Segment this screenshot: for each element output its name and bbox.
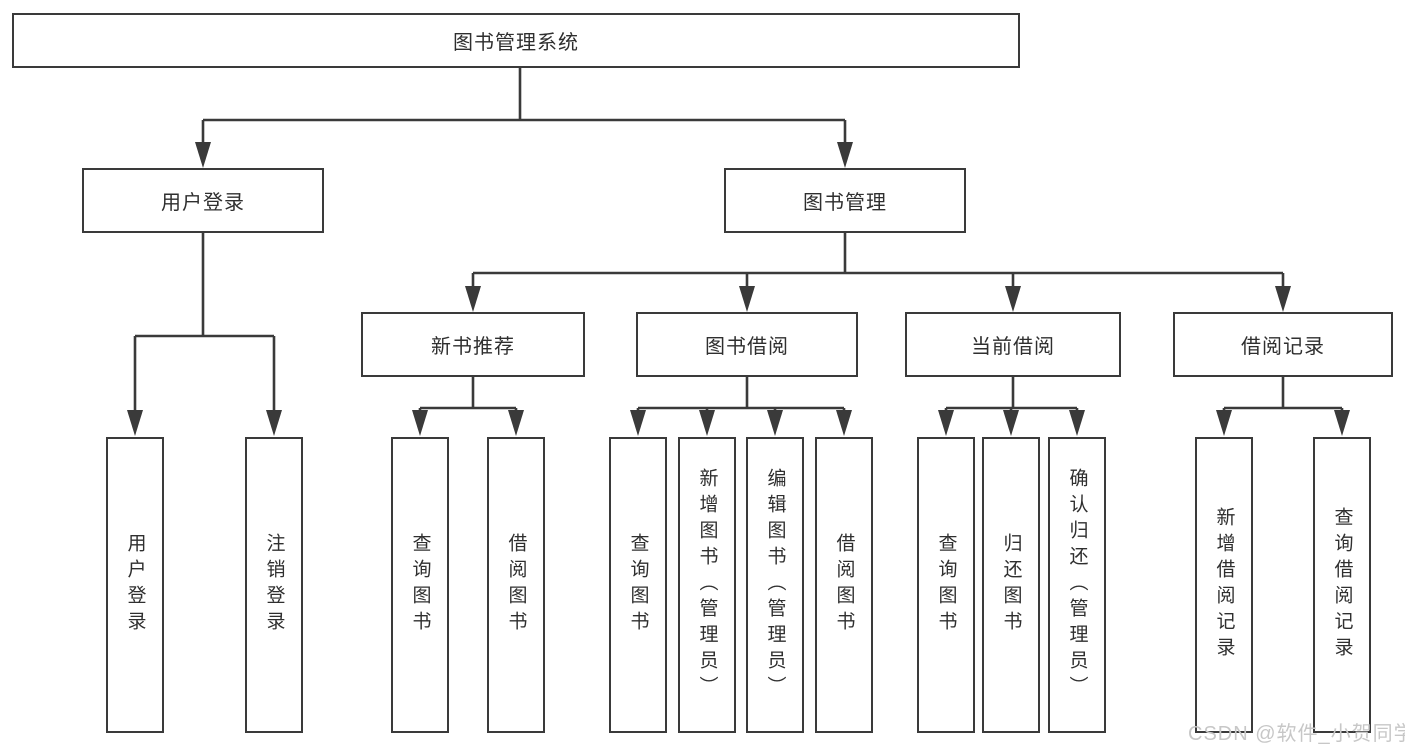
node-book-borrow: 图书借阅	[636, 312, 858, 377]
node-br-add-record-label: 新增借阅记录	[1213, 507, 1235, 663]
node-cb-confirm-return-admin-label: 确认归还（管理员）	[1066, 468, 1088, 702]
node-bb-edit-books-admin-label: 编辑图书（管理员）	[764, 468, 786, 702]
node-book-borrow-label: 图书借阅	[705, 336, 789, 358]
node-current-borrow-label: 当前借阅	[971, 336, 1055, 358]
node-cb-return-books-label: 归还图书	[1000, 533, 1022, 637]
node-nr-borrow-books: 借阅图书	[487, 437, 545, 733]
node-current-borrow: 当前借阅	[905, 312, 1121, 377]
node-bb-borrow-books: 借阅图书	[815, 437, 873, 733]
node-nr-query-books-label: 查询图书	[409, 533, 431, 637]
node-new-book-recommend-label: 新书推荐	[431, 336, 515, 358]
node-cb-return-books: 归还图书	[982, 437, 1040, 733]
watermark: CSDN @软件_小贺同学	[1188, 723, 1405, 745]
node-bb-edit-books-admin: 编辑图书（管理员）	[746, 437, 804, 733]
node-borrow-records: 借阅记录	[1173, 312, 1393, 377]
node-root-label: 图书管理系统	[453, 32, 579, 54]
node-bb-add-books-admin: 新增图书（管理员）	[678, 437, 736, 733]
node-bb-borrow-books-label: 借阅图书	[833, 533, 855, 637]
node-nr-borrow-books-label: 借阅图书	[505, 533, 527, 637]
node-user-login-branch: 用户登录	[82, 168, 324, 233]
node-logout-label: 注销登录	[263, 533, 285, 637]
node-book-management-label: 图书管理	[803, 192, 887, 214]
node-cb-confirm-return-admin: 确认归还（管理员）	[1048, 437, 1106, 733]
node-bb-add-books-admin-label: 新增图书（管理员）	[696, 468, 718, 702]
node-logout: 注销登录	[245, 437, 303, 733]
node-bb-query-books-label: 查询图书	[627, 533, 649, 637]
node-br-query-record-label: 查询借阅记录	[1331, 507, 1353, 663]
node-root: 图书管理系统	[12, 13, 1020, 68]
node-borrow-records-label: 借阅记录	[1241, 336, 1325, 358]
node-br-query-record: 查询借阅记录	[1313, 437, 1371, 733]
node-user-login: 用户登录	[106, 437, 164, 733]
node-br-add-record: 新增借阅记录	[1195, 437, 1253, 733]
node-cb-query-books: 查询图书	[917, 437, 975, 733]
node-new-book-recommend: 新书推荐	[361, 312, 585, 377]
node-nr-query-books: 查询图书	[391, 437, 449, 733]
node-bb-query-books: 查询图书	[609, 437, 667, 733]
node-user-login-label: 用户登录	[124, 533, 146, 637]
node-book-management: 图书管理	[724, 168, 966, 233]
node-user-login-branch-label: 用户登录	[161, 192, 245, 214]
node-cb-query-books-label: 查询图书	[935, 533, 957, 637]
